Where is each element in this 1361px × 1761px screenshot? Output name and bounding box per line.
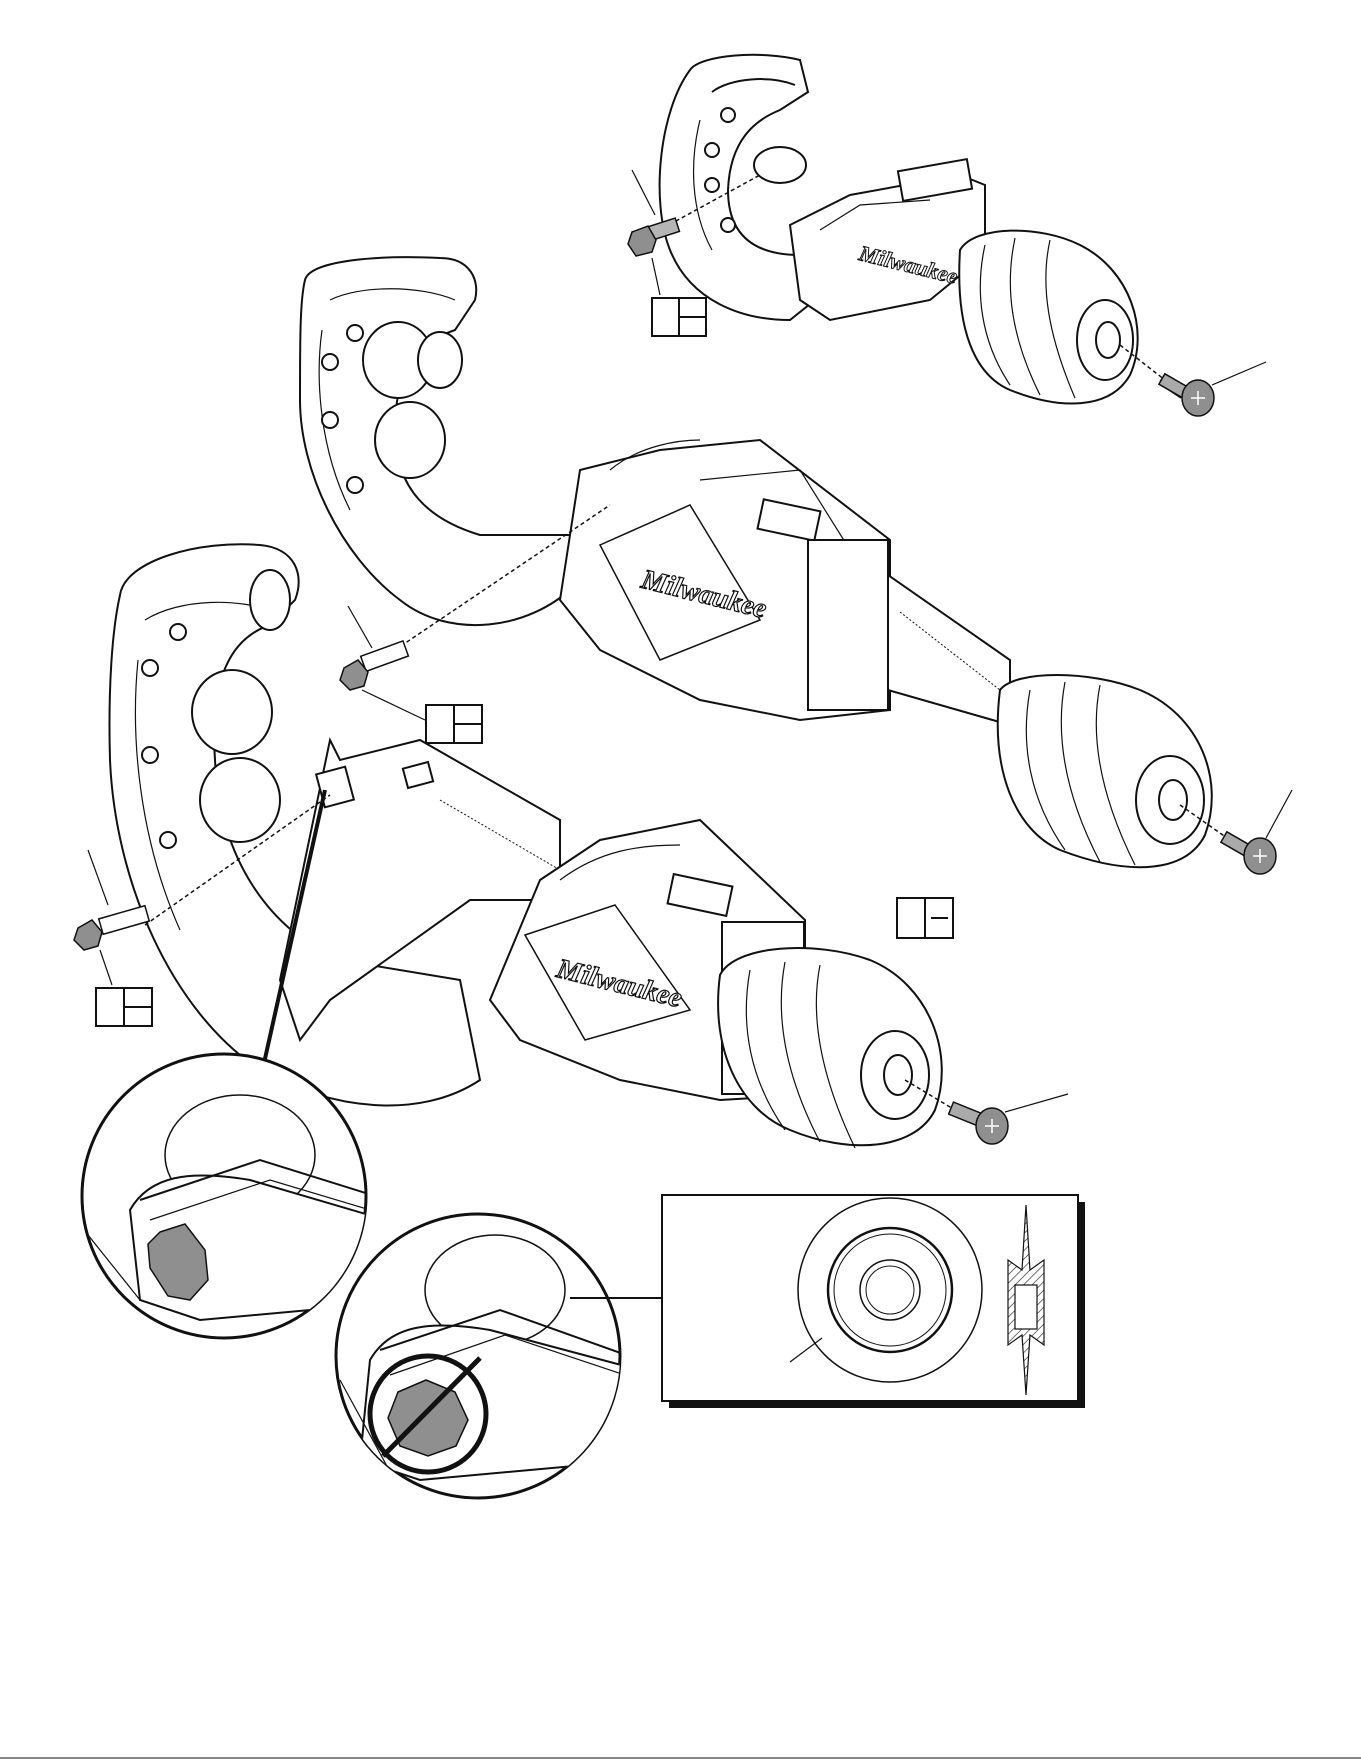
cutter-wheel-inset bbox=[662, 1195, 1085, 1408]
small-cutter-screw bbox=[1120, 345, 1266, 416]
incorrect-install-detail bbox=[336, 1214, 640, 1498]
small-tubing-cutter: Milwaukee bbox=[660, 55, 1138, 404]
